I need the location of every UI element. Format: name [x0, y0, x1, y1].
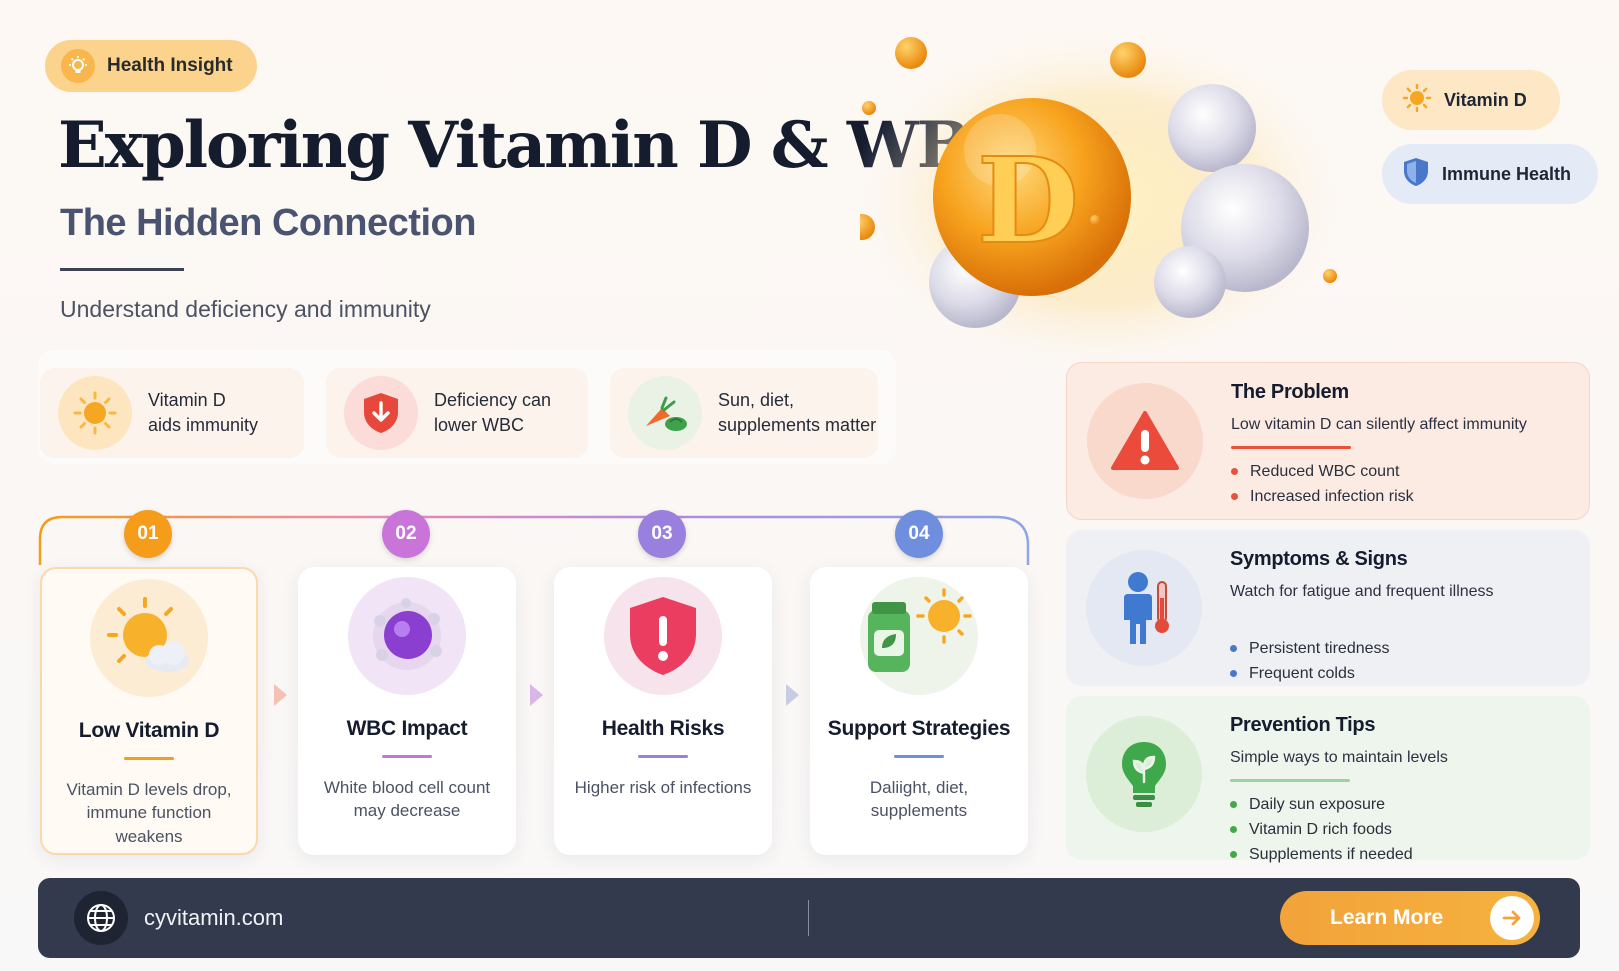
list-item: Supplements if needed: [1230, 842, 1448, 867]
badge-label: Health Insight: [107, 55, 233, 76]
panel-description: Simple ways to maintain levels: [1230, 749, 1448, 766]
vitamin-d-letter: D: [977, 131, 1079, 270]
shield-icon: [1402, 157, 1430, 192]
panel-list: Persistent tiredness Frequent colds: [1230, 636, 1494, 686]
panel-accent-bar: [1230, 779, 1350, 782]
vegetables-icon: [628, 376, 702, 450]
step-card-low-vitamin-d: Low Vitamin D Vitamin D levels drop, imm…: [40, 567, 258, 855]
learn-more-label: Learn More: [1330, 906, 1444, 929]
step-arrow-icon: [786, 684, 799, 706]
step-number-badge: 04: [895, 510, 943, 558]
step-description: White blood cell count may decrease: [323, 778, 491, 821]
step-card-health-risks: Health Risks Higher risk of infections: [554, 567, 772, 855]
learn-more-button[interactable]: Learn More: [1280, 891, 1540, 945]
panel-accent-bar: [1231, 446, 1351, 449]
vitamin-d-tag-label: Vitamin D: [1444, 89, 1527, 110]
step-number-badge: 03: [638, 510, 686, 558]
step-arrow-icon: [530, 684, 543, 706]
step-title: Support Strategies: [827, 717, 1011, 740]
step-description: Daliight, diet, supplements: [869, 778, 969, 821]
step-card-support-strategies: Support Strategies Daliight, diet, suppl…: [810, 567, 1028, 855]
warning-triangle-icon: [1087, 383, 1203, 499]
list-item: Frequent colds: [1230, 661, 1494, 686]
panel-the-problem: The Problem Low vitamin D can silently a…: [1066, 362, 1590, 520]
step-description: Higher risk of infections: [574, 778, 752, 797]
list-item: Reduced WBC count: [1231, 459, 1527, 484]
footer-bar: cyvitamin.com Learn More: [38, 878, 1580, 958]
fact-card: Vitamin D aids immunity: [40, 368, 304, 458]
health-insight-badge: Health Insight: [45, 40, 257, 92]
step-arrow-icon: [274, 684, 287, 706]
step-accent-bar: [638, 755, 688, 758]
lightbulb-leaf-icon: [1086, 716, 1202, 832]
panel-list: Daily sun exposure Vitamin D rich foods …: [1230, 792, 1448, 867]
tagline: Understand deficiency and immunity: [60, 296, 431, 322]
vitamin-d-tag: Vitamin D: [1382, 70, 1560, 130]
sun-cloud-icon: [90, 579, 208, 697]
warning-shield-icon: [604, 577, 722, 695]
person-thermometer-icon: [1086, 550, 1202, 666]
immune-health-tag: Immune Health: [1382, 144, 1598, 204]
panel-title: The Problem: [1231, 381, 1349, 403]
step-title: Low Vitamin D: [78, 719, 220, 742]
step-number-badge: 02: [382, 510, 430, 558]
shield-down-icon: [344, 376, 418, 450]
panel-title: Symptoms & Signs: [1230, 548, 1408, 570]
panel-prevention-tips: Prevention Tips Simple ways to maintain …: [1066, 696, 1590, 863]
step-card-wbc-impact: WBC Impact White blood cell count may de…: [298, 567, 516, 855]
fact-card: Deficiency can lower WBC: [326, 368, 588, 458]
supplement-sun-icon: [860, 577, 978, 695]
step-accent-bar: [124, 757, 174, 760]
fact-text: Deficiency can lower WBC: [434, 389, 552, 435]
fact-text: Vitamin D aids immunity: [148, 389, 259, 435]
step-title: WBC Impact: [346, 717, 468, 740]
sun-icon: [1402, 83, 1432, 118]
step-accent-bar: [382, 755, 432, 758]
fact-text: Sun, diet, supplements matter: [718, 389, 877, 435]
white-blood-cell-icon: [348, 577, 466, 695]
step-title: Health Risks: [601, 717, 725, 740]
page-subtitle: The Hidden Connection: [60, 202, 476, 244]
step-description: Vitamin D levels drop, immune function w…: [66, 780, 232, 846]
vitamin-d-hero-illustration: D: [860, 25, 1350, 375]
title-divider: [60, 268, 184, 271]
step-accent-bar: [894, 755, 944, 758]
lightbulb-icon: [61, 49, 95, 83]
step-number-badge: 01: [124, 510, 172, 558]
panel-description: Low vitamin D can silently affect immuni…: [1231, 416, 1527, 433]
immune-health-tag-label: Immune Health: [1442, 163, 1572, 184]
website-link[interactable]: cyvitamin.com: [144, 905, 284, 930]
panel-description: Watch for fatigue and frequent illness: [1230, 583, 1494, 600]
panel-symptoms-signs: Symptoms & Signs Watch for fatigue and f…: [1066, 530, 1590, 686]
timeline-connector: [38, 515, 1030, 565]
fact-card: Sun, diet, supplements matter: [610, 368, 878, 458]
list-item: Persistent tiredness: [1230, 636, 1494, 661]
list-item: Daily sun exposure: [1230, 792, 1448, 817]
footer-divider: [808, 900, 809, 936]
list-item: Vitamin D rich foods: [1230, 817, 1448, 842]
panel-list: Reduced WBC count Increased infection ri…: [1231, 459, 1527, 509]
globe-icon: [74, 891, 128, 945]
arrow-right-icon: [1490, 896, 1534, 940]
sun-icon: [58, 376, 132, 450]
list-item: Increased infection risk: [1231, 484, 1527, 509]
panel-title: Prevention Tips: [1230, 714, 1376, 736]
